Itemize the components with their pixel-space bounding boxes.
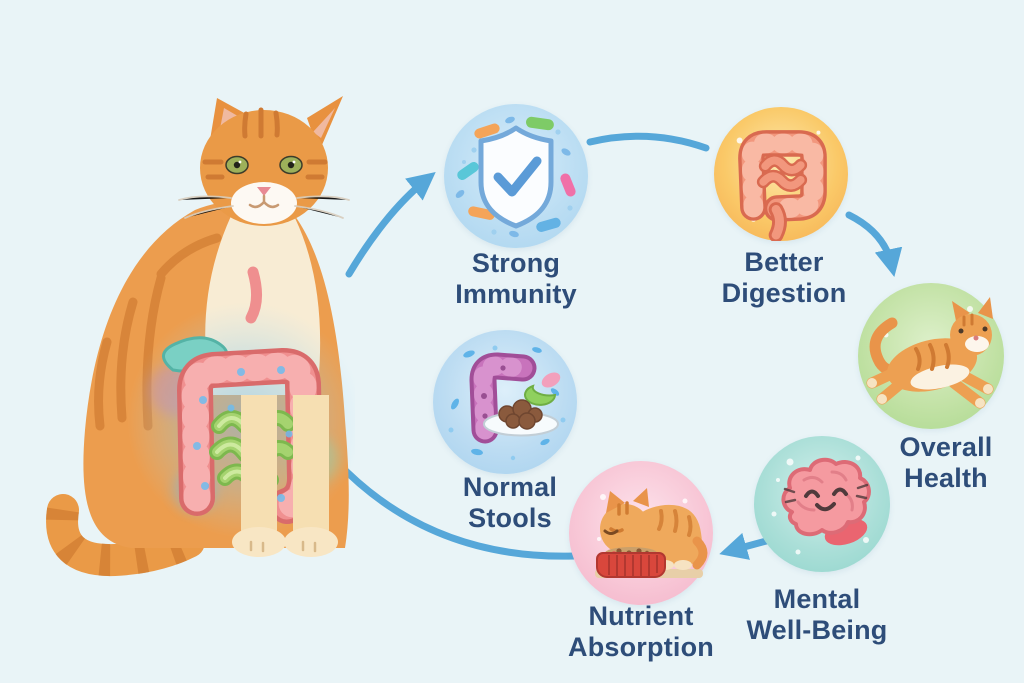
line-absorption-to-cat <box>332 457 578 560</box>
nutrient-absorption-label: Nutrient Absorption <box>568 601 714 662</box>
shield-check-microbes-icon <box>455 116 576 238</box>
colon-and-stool-icon <box>448 345 566 461</box>
arrow-digestion-to-health <box>845 211 903 277</box>
strong-immunity-label: Strong Immunity <box>455 248 577 309</box>
normal-stools-circle <box>433 330 577 474</box>
line-immunity-to-digestion <box>586 132 710 152</box>
mental-well-being-label: Mental Well-Being <box>746 584 888 645</box>
better-digestion-label: Better Digestion <box>721 247 847 308</box>
intestines-icon <box>736 130 827 241</box>
strong-immunity-circle <box>444 104 588 248</box>
overall-health-circle <box>858 283 1004 429</box>
orange-tabby-cat-icon <box>46 96 363 577</box>
nutrient-absorption-circle <box>569 461 713 605</box>
normal-stools-label: Normal Stools <box>462 472 558 533</box>
happy-brain-icon <box>771 455 871 555</box>
arrow-cat-to-immunity <box>345 171 436 278</box>
leaping-cat-icon <box>866 297 994 409</box>
cat-eating-from-bowl-icon <box>595 488 708 578</box>
cat-illustration <box>45 90 363 582</box>
overall-health-label: Overall Health <box>899 432 993 493</box>
better-digestion-circle <box>714 107 848 241</box>
mental-well-being-circle <box>754 436 890 572</box>
